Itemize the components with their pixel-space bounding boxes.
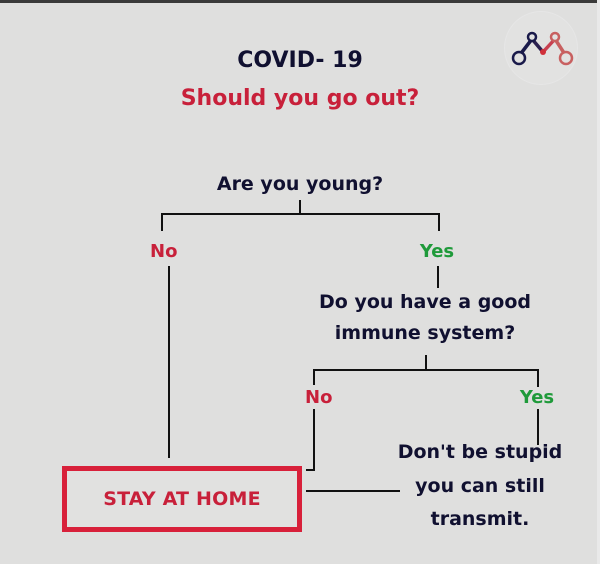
- q2-no-to-home: [313, 409, 315, 471]
- question-immune-line1: Do you have a good: [319, 291, 531, 313]
- q2-yes-to-result: [537, 409, 539, 445]
- right-border: [597, 0, 600, 564]
- result-line2: you can still: [415, 475, 545, 497]
- q1-yes-to-q2: [437, 266, 439, 288]
- question-immune-line2: immune system?: [334, 322, 516, 344]
- logo: [505, 12, 577, 84]
- q2-no-drop: [313, 369, 315, 385]
- q2-no-label: No: [305, 387, 333, 408]
- q1-stem: [299, 200, 301, 214]
- question-young: Are you young?: [216, 173, 384, 195]
- home-to-result-connector: [306, 490, 400, 492]
- result-line1: Don't be stupid: [397, 441, 563, 463]
- page-title: COVID- 19: [237, 48, 363, 73]
- q2-stem: [425, 355, 427, 370]
- stay-at-home-box: STAY AT HOME: [62, 466, 302, 532]
- result-line3: transmit.: [430, 508, 530, 530]
- top-border: [0, 0, 600, 3]
- q1-branch: [161, 213, 440, 215]
- page-subtitle: Should you go out?: [180, 86, 420, 111]
- q1-yes-label: Yes: [419, 241, 455, 262]
- q1-yes-drop: [438, 213, 440, 231]
- q2-no-to-home-hook: [306, 469, 315, 471]
- q1-no-to-home: [168, 266, 170, 458]
- q2-branch: [313, 369, 539, 371]
- q1-no-label: No: [150, 241, 178, 262]
- stay-at-home-label: STAY AT HOME: [103, 488, 261, 510]
- q1-no-drop: [161, 213, 163, 231]
- q2-yes-drop: [537, 369, 539, 387]
- q2-yes-label: Yes: [519, 387, 555, 408]
- molecule-m-logo-icon: [511, 31, 574, 66]
